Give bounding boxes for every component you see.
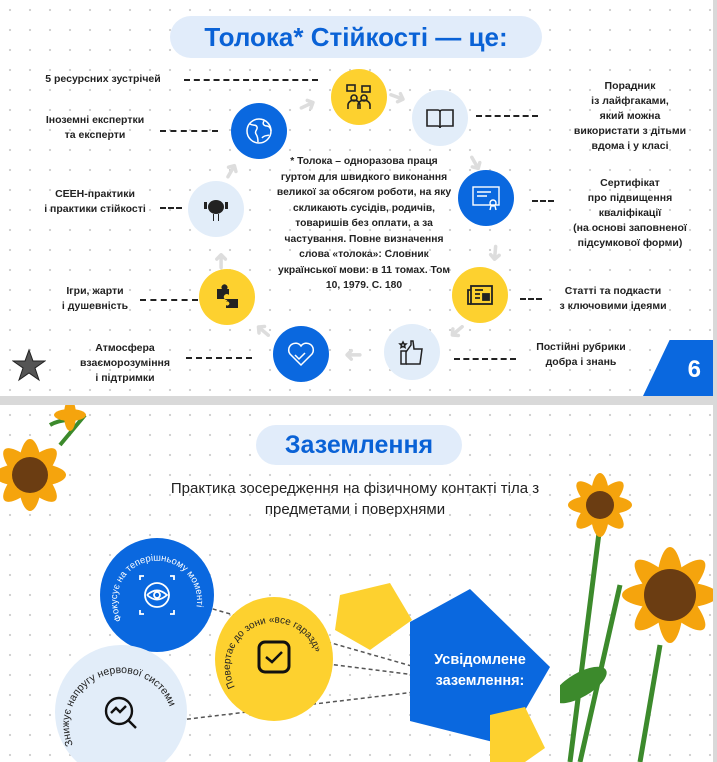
circle-back-to-ok-zone: Повертає до зони «все гаразд» <box>215 597 333 721</box>
brain-icon <box>188 181 244 237</box>
flow-arrow: ➜ <box>384 81 411 112</box>
dashed-arrow <box>476 115 538 117</box>
magnifier-chart-icon <box>104 696 137 729</box>
item-guide: Порадник із лайфгаками, який можна викор… <box>573 80 687 152</box>
dashed-arrow <box>520 298 542 300</box>
dashed-arrow <box>160 207 182 209</box>
item-games-jokes: Ігри, жарти і душевність <box>61 285 129 312</box>
thumbs-up-icon <box>384 324 440 380</box>
slide-subtitle: Практика зосередження на фізичному конта… <box>170 480 540 518</box>
circle-back-text: Повертає до зони «все гаразд» <box>222 615 323 691</box>
flow-arrow: ➜ <box>208 251 234 271</box>
item-articles-podcasts: Статті та подкасти з ключовими ідеями <box>559 285 667 312</box>
flow-arrow: ➜ <box>247 315 278 347</box>
svg-text:Повертає до зони «все гаразд»: Повертає до зони «все гаразд» <box>222 615 323 691</box>
item-resource-meetings: 5 ресурсних зустрічей <box>45 73 161 85</box>
circle-focus-present: Фокусує на теперішньому моменті <box>100 538 214 652</box>
dashed-arrow <box>160 130 218 132</box>
checkbox-icon <box>257 640 291 674</box>
toloka-definition-note: * Толока – одноразова праця гуртом для ш… <box>276 156 452 291</box>
globe-icon <box>231 103 287 159</box>
item-foreign-experts: Іноземні експертки та експерти <box>45 114 145 141</box>
sunflower-right-image <box>560 473 713 762</box>
item-certificate: Сертифікат про підвищення кваліфікації (… <box>573 177 687 249</box>
flow-arrow: ➜ <box>293 89 321 120</box>
dashed-arrow <box>140 299 198 301</box>
dashed-arrow <box>184 79 318 81</box>
dashed-arrow <box>532 200 554 202</box>
book-icon <box>412 90 468 146</box>
circle-tension-text: Знижує напругу нервової системи <box>60 664 178 748</box>
svg-text:Фокусує на теперішньому момент: Фокусує на теперішньому моменті <box>109 553 205 624</box>
flow-arrow: ➜ <box>482 242 509 264</box>
item-atmosphere: Атмосфера взаєморозуміння і підтримки <box>79 342 171 384</box>
item-rubrics: Постійні рубрики добра і знань <box>536 341 626 368</box>
puzzle-icon <box>199 269 255 325</box>
slide-title: Заземлення <box>256 425 462 465</box>
slide-6: Толока* Стійкості — це: ➜ ➜ ➜ ➜ ➜ ➜ ➜ ➜ … <box>0 0 713 396</box>
flow-arrow: ➜ <box>344 343 363 368</box>
circle-reduces-tension: Знижує напругу нервової системи <box>55 645 187 762</box>
grounding-center-label: Усвідомлене заземлення: <box>434 652 526 689</box>
svg-text:Знижує напругу нервової систем: Знижує напругу нервової системи <box>60 664 178 748</box>
star-doodle-icon <box>11 348 47 387</box>
page-number: 6 <box>643 340 713 396</box>
certificate-icon <box>458 170 514 226</box>
circle-focus-text: Фокусує на теперішньому моменті <box>109 553 205 624</box>
dashed-arrow <box>186 357 252 359</box>
item-ceeh-practices: CEEH-практики і практики стійкості <box>44 188 146 215</box>
dashed-arrow <box>454 358 516 360</box>
heart-handshake-icon <box>273 326 329 382</box>
slide-grounding: Заземлення Практика зосередження на фізи… <box>0 405 713 762</box>
people-icon <box>331 69 387 125</box>
slide-title: Толока* Стійкості — це: <box>170 16 542 58</box>
sunflower-left-image <box>0 405 87 511</box>
newspaper-icon <box>452 267 508 323</box>
